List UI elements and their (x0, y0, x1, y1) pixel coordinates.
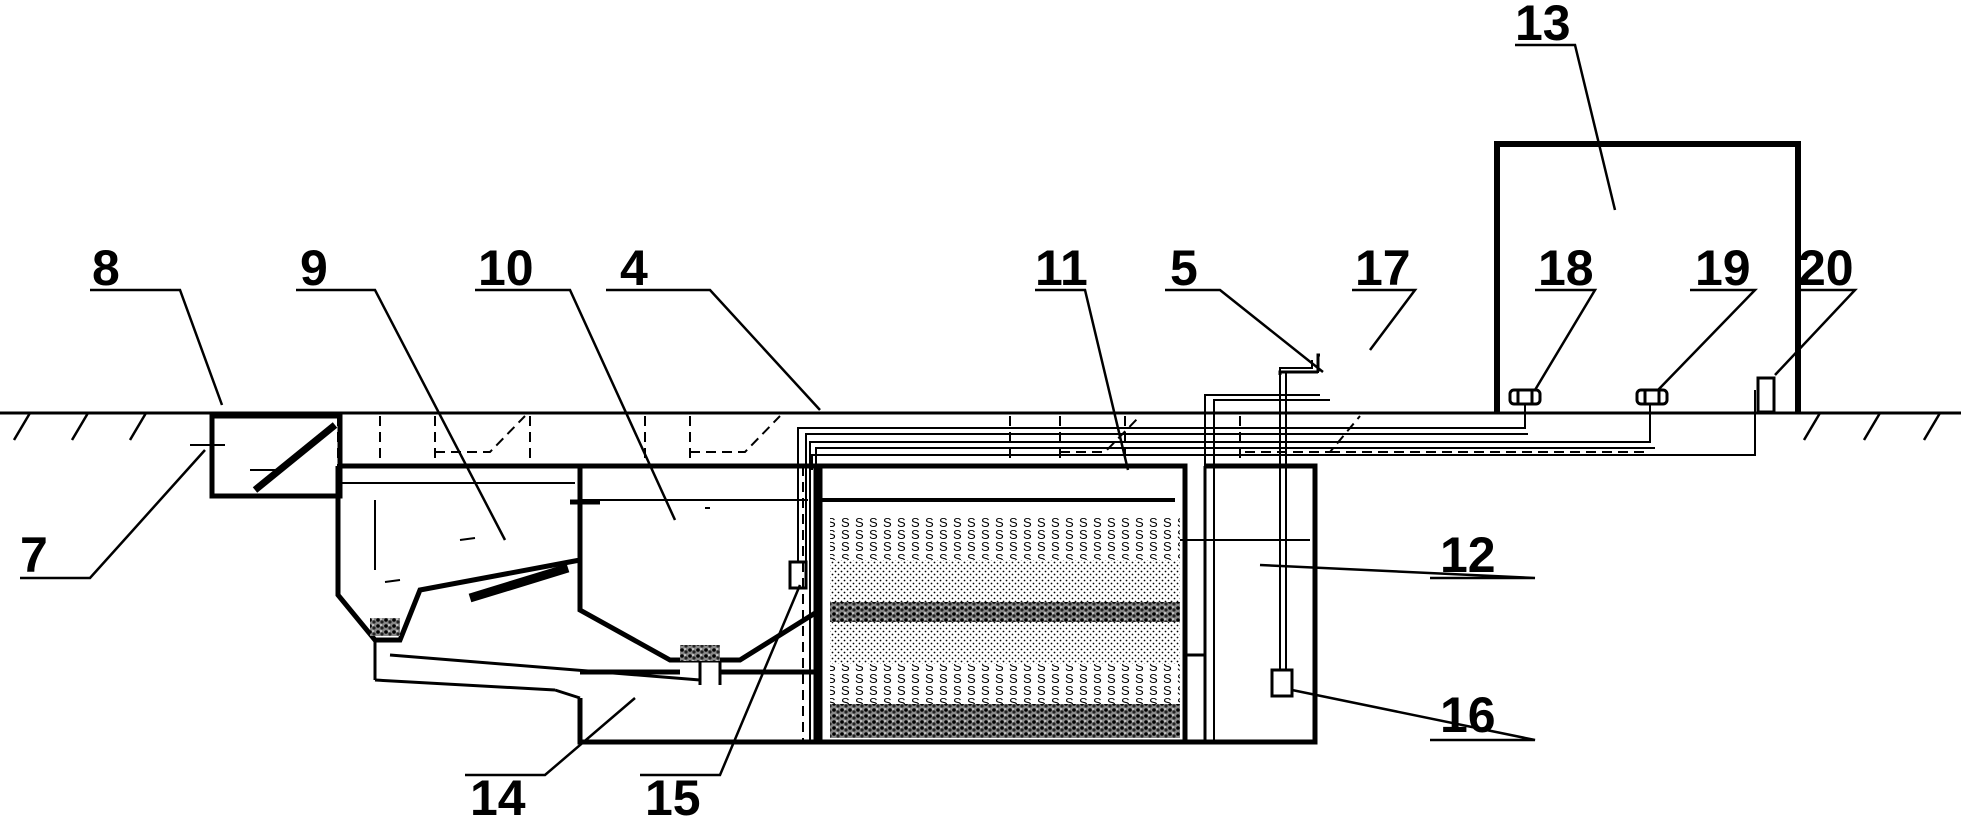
label-15: 15 (645, 770, 701, 826)
label-12: 12 (1440, 527, 1496, 583)
tank-10 (577, 463, 822, 663)
label-4: 4 (620, 240, 648, 296)
media-layer-sand-2 (830, 622, 1180, 664)
inlet-chamber-8 (190, 413, 343, 499)
tank-10-details (570, 499, 808, 661)
label-10: 10 (478, 240, 534, 296)
label-9: 9 (300, 240, 328, 296)
labels: 8 9 10 4 11 5 17 18 19 20 13 7 12 16 14 … (20, 0, 1854, 826)
pump-16 (1270, 668, 1294, 698)
media-layer-bottom (830, 704, 1180, 738)
media-layer-top (830, 515, 1180, 560)
label-19: 19 (1695, 240, 1751, 296)
label-11: 11 (1035, 240, 1088, 296)
leader-lines (20, 43, 1858, 777)
media-layer-gravel (830, 602, 1180, 622)
ground (0, 411, 1961, 441)
label-18: 18 (1538, 240, 1594, 296)
label-13: 13 (1515, 0, 1571, 51)
settling-tank-9-details (340, 482, 575, 636)
building-13 (1494, 141, 1801, 413)
unit-20 (1756, 376, 1776, 414)
label-16: 16 (1440, 687, 1496, 743)
media-layer-lower (830, 664, 1180, 704)
media-layer-sand (830, 560, 1180, 602)
clear-water-tank-12 (1180, 466, 1310, 742)
label-14: 14 (470, 770, 526, 826)
pipes (797, 360, 1756, 740)
label-7: 7 (20, 527, 48, 583)
label-17: 17 (1355, 240, 1411, 296)
filter-tank-11 (813, 463, 1188, 745)
label-8: 8 (92, 240, 120, 296)
sludge-sump-14 (373, 463, 1318, 745)
unit-19 (1635, 388, 1669, 406)
label-20: 20 (1798, 240, 1854, 296)
unit-18 (1508, 388, 1542, 406)
label-5: 5 (1170, 240, 1198, 296)
